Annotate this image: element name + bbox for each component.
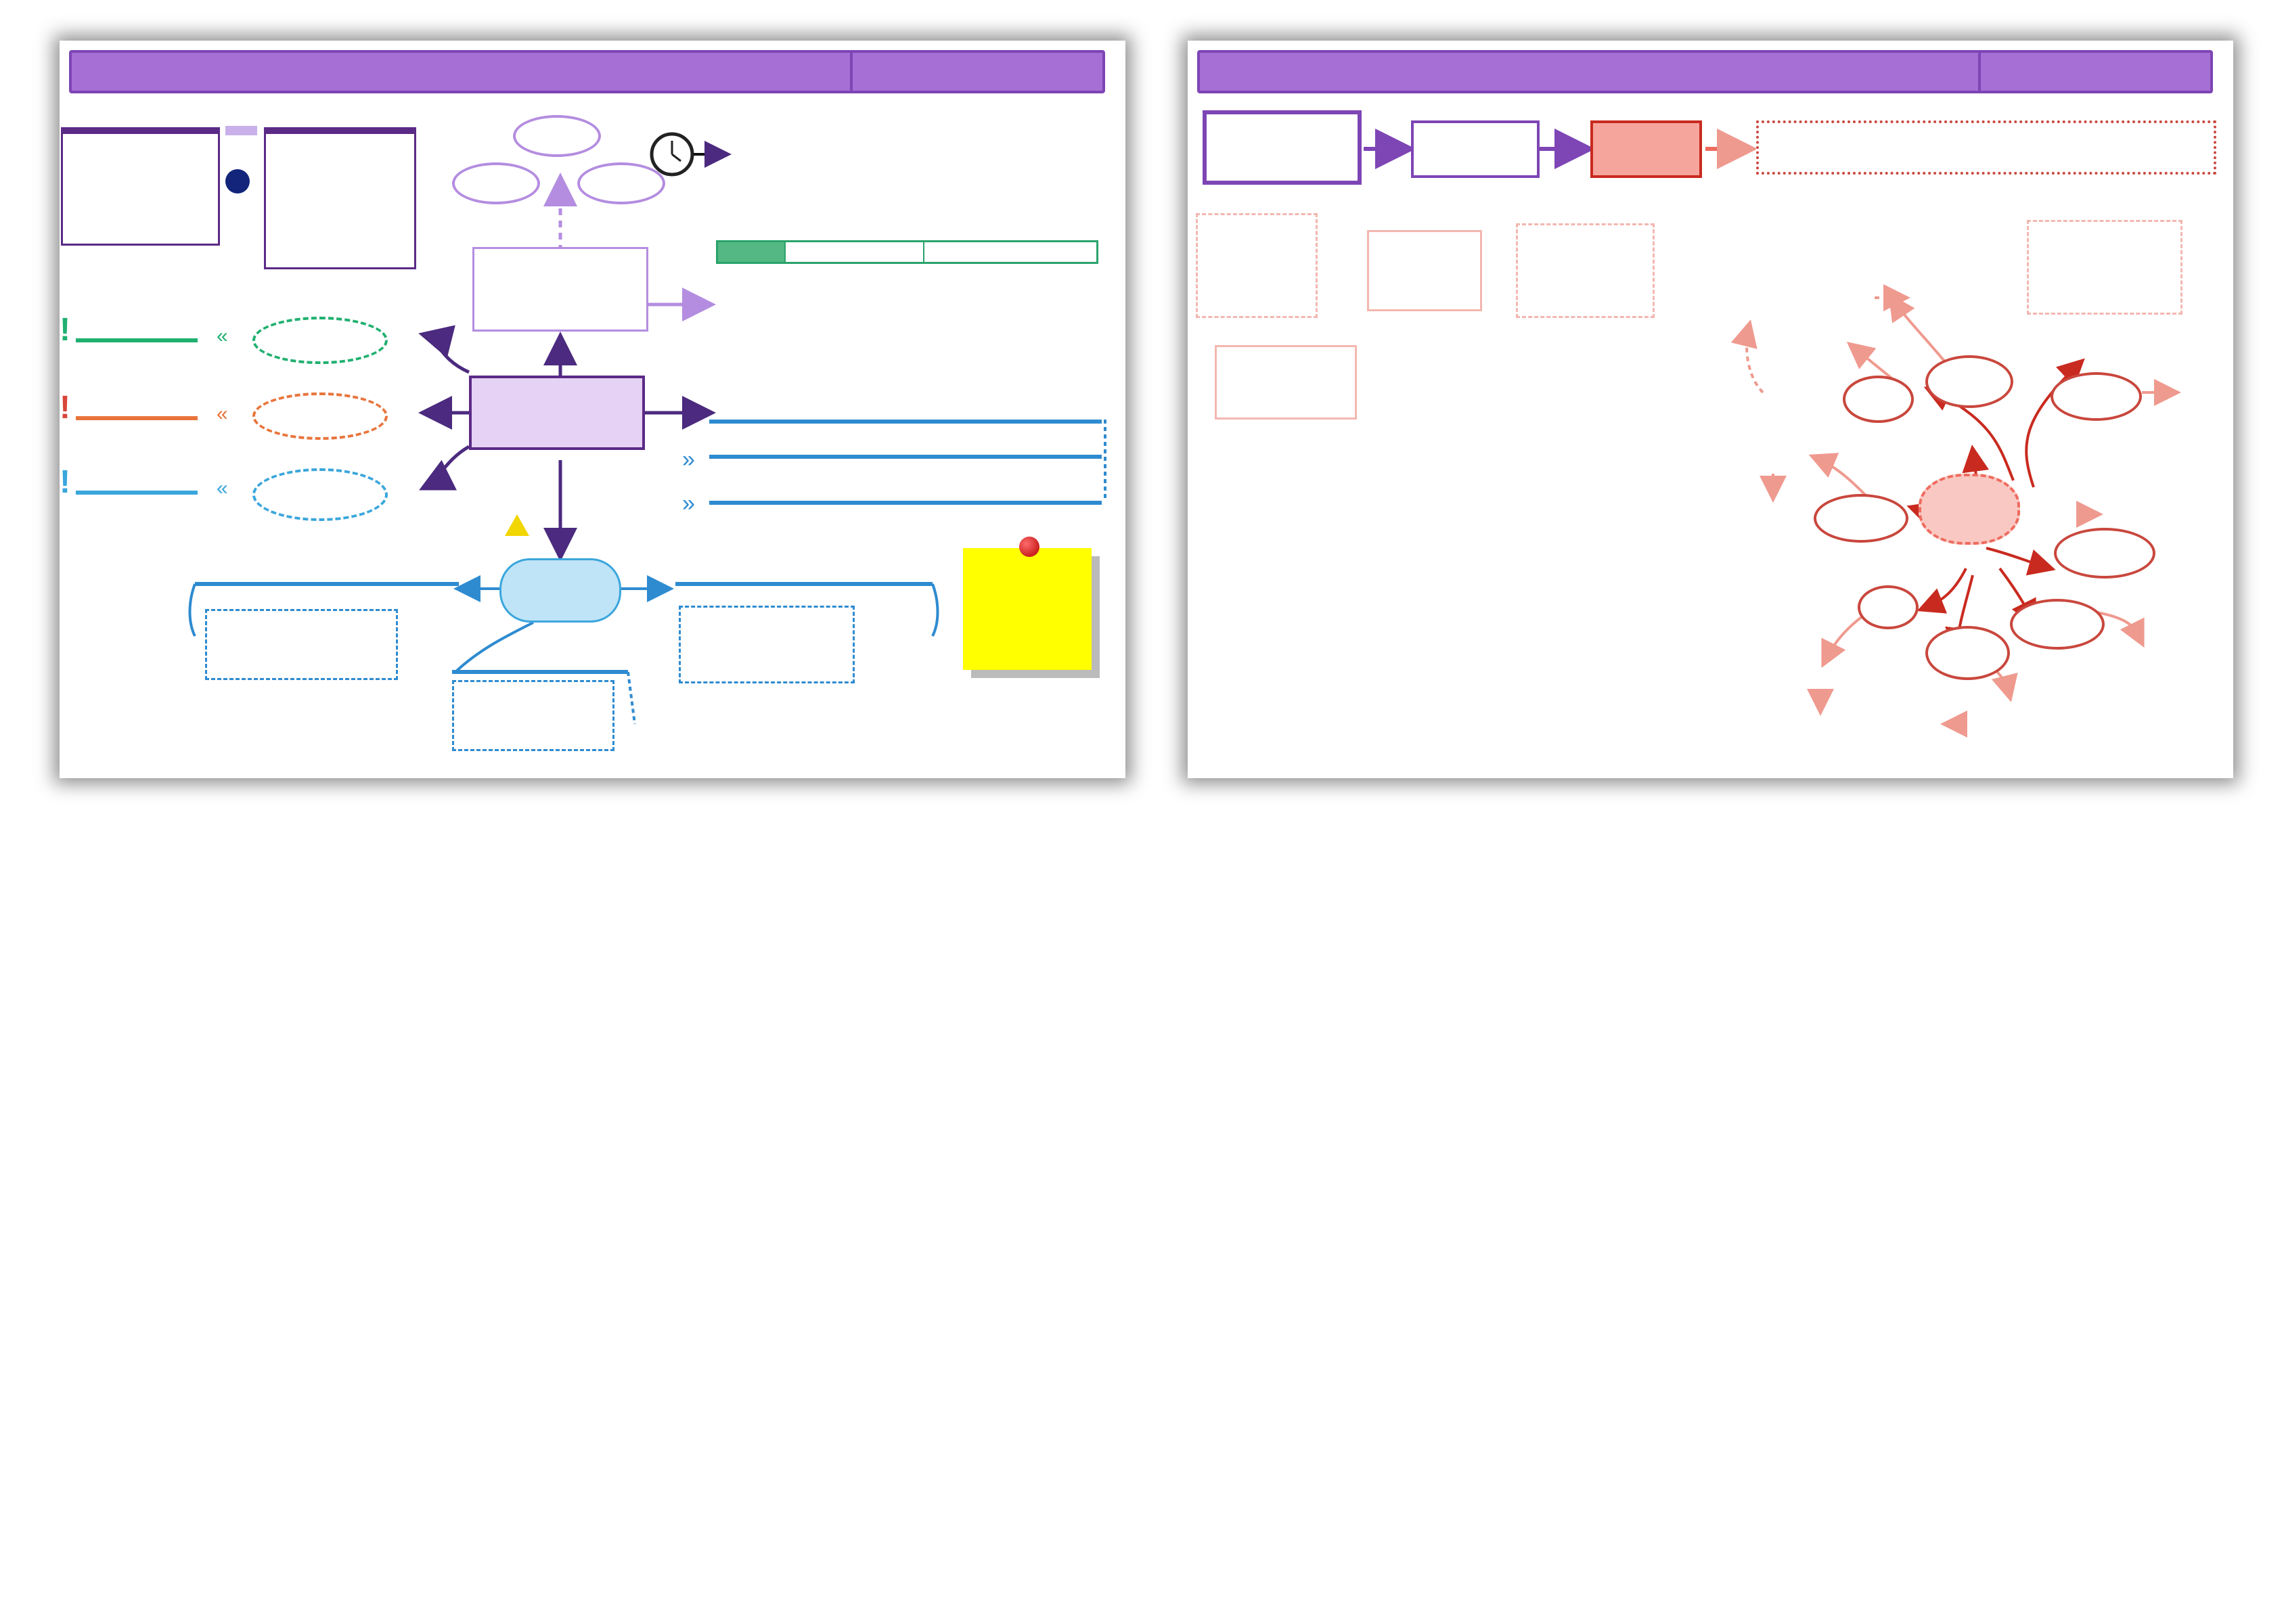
anafora-box [61, 134, 220, 246]
flow-subordinativas [1411, 120, 1540, 178]
exclamation-icon: ! [60, 390, 70, 426]
node-proporcionais [1814, 494, 1908, 543]
adverbiais-hub [1919, 474, 2020, 545]
terceira-note [679, 606, 855, 683]
concessivas-list [2027, 220, 2182, 315]
title-bar [69, 50, 1105, 93]
panel-conjuncoes-adverbiais [1188, 41, 2233, 778]
cloud-espaco [452, 162, 540, 204]
node-condicionais [1925, 626, 2010, 680]
node-comparativas [2010, 599, 2105, 650]
chevron-left-icon: « [217, 477, 228, 499]
title-divider [850, 53, 853, 91]
localizacao-cloud [499, 558, 621, 623]
chevron-right-icon: » [682, 447, 695, 472]
pronoun-table [716, 240, 1098, 264]
clock-icon [650, 132, 694, 177]
title-bar [1197, 50, 2213, 93]
seu-note [205, 609, 398, 680]
warning-icon [505, 514, 529, 536]
panel-pronomes-demonstrativos: ! « ! « ! « » » [60, 41, 1125, 778]
pushpin-icon [1019, 537, 1039, 557]
causais-list [1196, 213, 1318, 318]
exclamation-icon: ! [60, 312, 70, 348]
consecutivas-definition [1367, 230, 1482, 311]
node-finais [1858, 585, 1919, 629]
node-causais [1843, 376, 1914, 423]
consecutivas-list [1516, 223, 1655, 318]
table-header [922, 240, 1098, 264]
info-icon [225, 169, 250, 194]
node-consecutivas [1925, 355, 2013, 408]
pronoun-oval [252, 317, 388, 364]
chevron-left-icon: « [217, 403, 228, 425]
title-divider [1978, 53, 1981, 91]
definition-box [1756, 120, 2216, 175]
exclamation-icon: ! [60, 464, 70, 500]
cloud-tempo [513, 115, 601, 157]
causais-definition [1215, 345, 1357, 420]
sticky-note [963, 548, 1092, 670]
node-conformativas [2054, 528, 2155, 579]
chevron-left-icon: « [217, 325, 228, 347]
pronoun-oval [252, 392, 388, 440]
meu-note [452, 680, 614, 751]
table-header [716, 240, 786, 264]
node-concessivas [2051, 372, 2142, 421]
demonstram-box [472, 247, 648, 332]
flow-adverbiais [1590, 120, 1702, 178]
catafora-box [264, 134, 416, 269]
catafora-bar [264, 127, 416, 134]
table-header [784, 240, 924, 264]
cloud-discurso [577, 162, 665, 204]
pronoun-oval [252, 468, 388, 521]
center-node [469, 376, 645, 450]
chevron-right-icon: » [682, 491, 695, 516]
flow-conjuncoes [1203, 110, 1362, 185]
anafora-bar [61, 127, 220, 134]
